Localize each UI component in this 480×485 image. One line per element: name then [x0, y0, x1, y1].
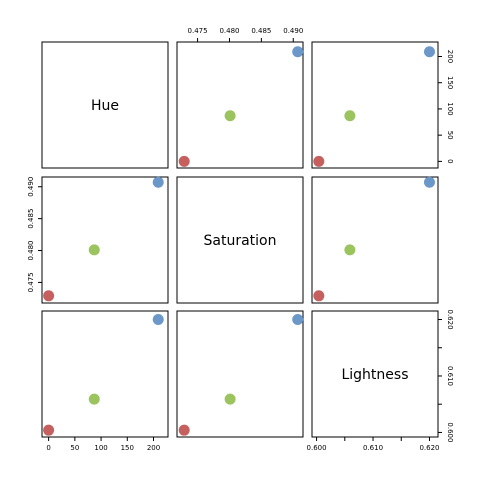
data-point-1 — [224, 110, 236, 122]
panel-frame — [176, 41, 304, 169]
diagonal-label-lightness: Lightness — [341, 367, 408, 383]
data-point-1 — [344, 110, 356, 122]
x-tick-label: 0.620 — [419, 444, 439, 452]
data-point-1 — [88, 244, 100, 256]
top-tick-label: 0.485 — [251, 27, 271, 35]
right-tick-label: 0.620 — [446, 309, 454, 329]
panel-frame — [41, 176, 169, 304]
panel-saturation-vs-saturation: Saturation — [176, 176, 304, 304]
data-point-2 — [423, 46, 435, 58]
data-point-2 — [292, 46, 304, 58]
panel-frame — [41, 41, 169, 169]
left-tick-label: 0.475 — [27, 272, 35, 292]
top-tick-label: 0.480 — [219, 27, 239, 35]
x-tick-label: 100 — [94, 444, 107, 452]
data-point-2 — [152, 314, 164, 326]
left-tick-label: 0.490 — [27, 177, 35, 197]
right-tick-label: 100 — [446, 102, 454, 115]
data-point-0 — [43, 424, 55, 436]
x-tick-label: 0 — [46, 444, 50, 452]
panel-saturation-vs-hue — [41, 176, 169, 304]
data-point-0 — [178, 155, 190, 167]
data-point-1 — [224, 393, 236, 405]
right-tick-label: 200 — [446, 50, 454, 63]
right-tick-label: 0.600 — [446, 422, 454, 442]
panel-frame — [176, 176, 304, 304]
right-tick-label: 50 — [446, 131, 454, 140]
data-point-2 — [152, 176, 164, 188]
left-tick-label: 0.485 — [27, 209, 35, 229]
right-tick-label: 0 — [446, 159, 454, 163]
x-tick-label: 200 — [147, 444, 160, 452]
diagonal-label-hue: Hue — [91, 98, 119, 114]
data-point-0 — [178, 424, 190, 436]
right-tick-label: 150 — [446, 76, 454, 89]
panel-frame — [311, 41, 439, 169]
right-tick-label: 0.610 — [446, 366, 454, 386]
data-point-1 — [88, 393, 100, 405]
panel-frame — [311, 310, 439, 438]
panel-frame — [311, 176, 439, 304]
x-tick-label: 150 — [121, 444, 134, 452]
diagonal-label-saturation: Saturation — [204, 233, 277, 249]
panel-frame — [41, 310, 169, 438]
left-tick-label: 0.480 — [27, 241, 35, 261]
panel-hue-vs-saturation — [176, 41, 304, 169]
panel-lightness-vs-hue — [41, 310, 169, 438]
panel-saturation-vs-lightness — [311, 176, 439, 304]
panel-lightness-vs-lightness: Lightness — [311, 310, 439, 438]
data-point-0 — [313, 155, 325, 167]
data-point-2 — [423, 176, 435, 188]
x-tick-label: 50 — [70, 444, 79, 452]
top-tick-label: 0.475 — [188, 27, 208, 35]
panel-frame — [176, 310, 304, 438]
panel-hue-vs-hue: Hue — [41, 41, 169, 169]
top-tick-label: 0.490 — [283, 27, 303, 35]
data-point-0 — [43, 290, 55, 302]
x-tick-label: 0.610 — [363, 444, 383, 452]
panel-lightness-vs-saturation — [176, 310, 304, 438]
data-point-0 — [313, 290, 325, 302]
data-point-2 — [292, 314, 304, 326]
data-point-1 — [344, 244, 356, 256]
panel-hue-vs-lightness — [311, 41, 439, 169]
x-tick-label: 0.600 — [307, 444, 327, 452]
